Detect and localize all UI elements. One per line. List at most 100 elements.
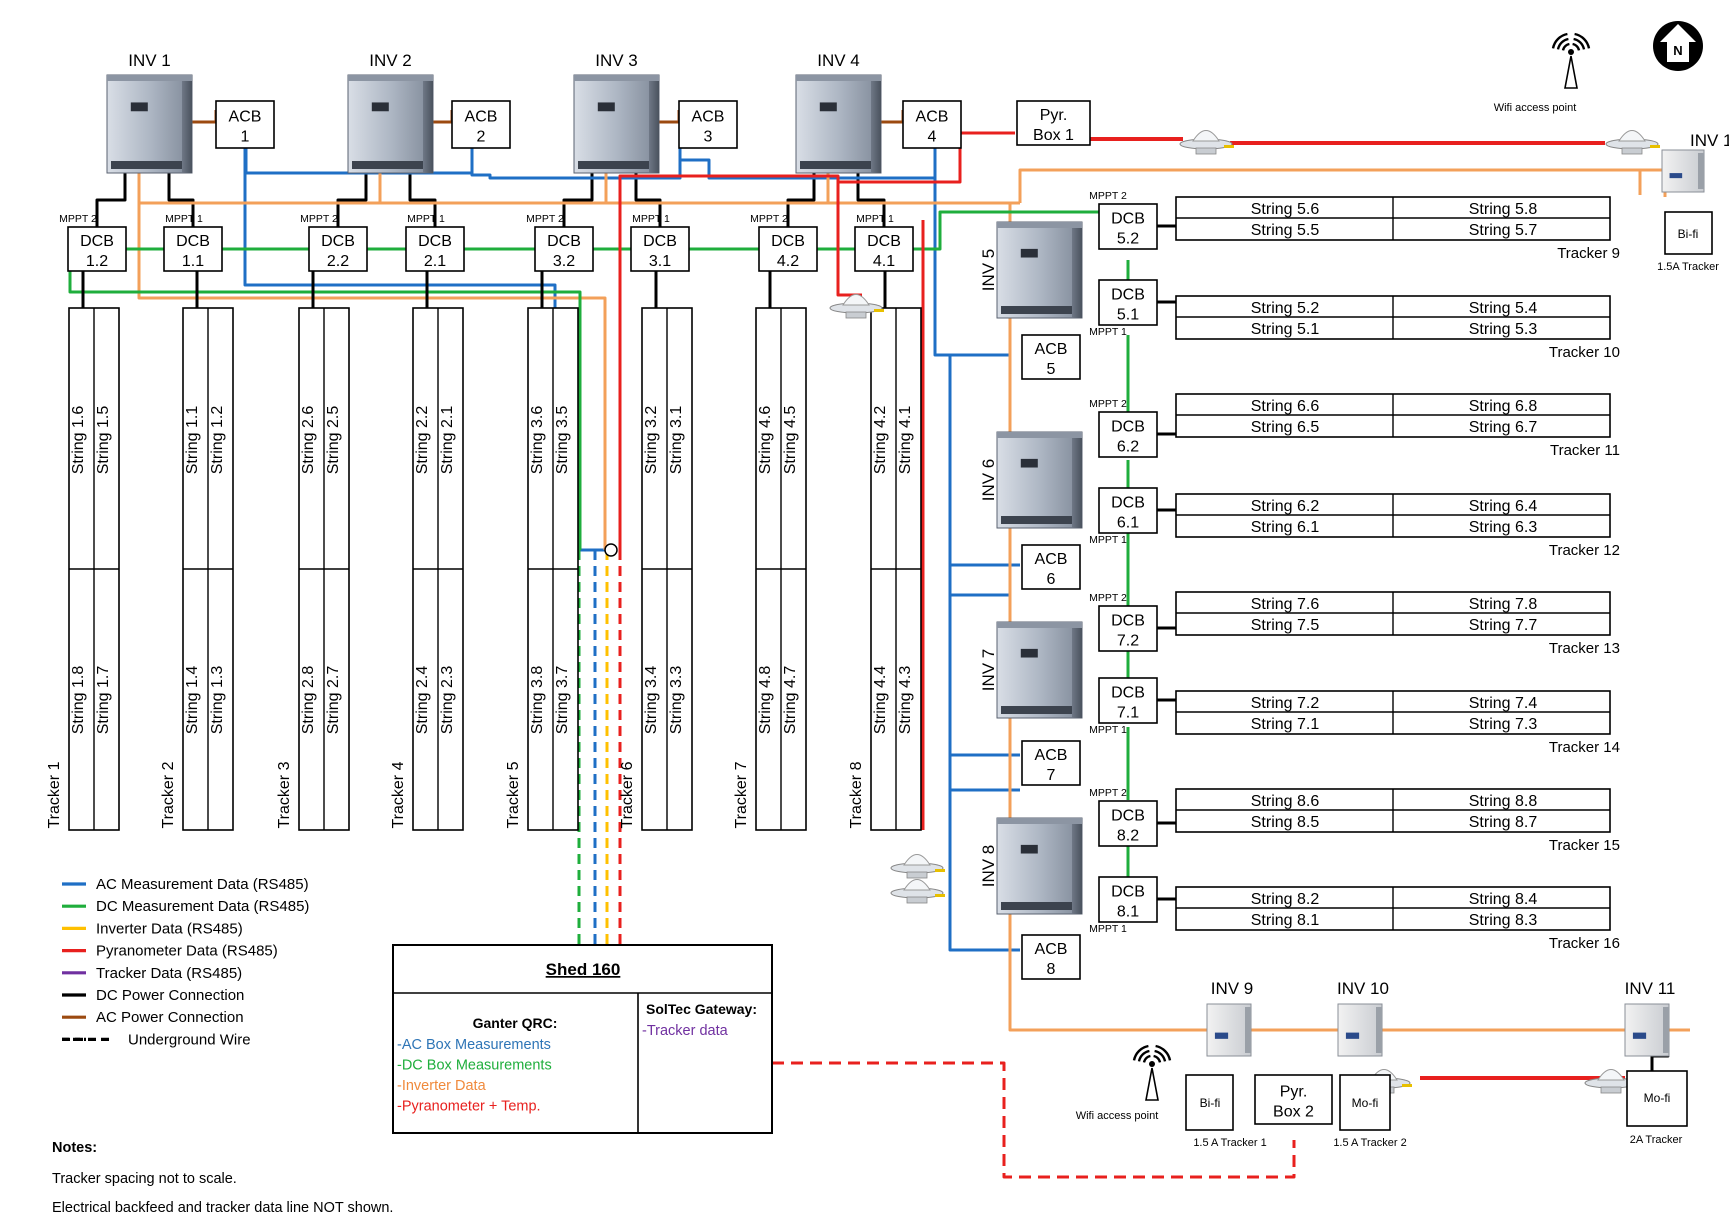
inverter-4-display (819, 102, 837, 112)
string-label: String 4.4 (872, 666, 889, 735)
dcb-box-line1: DCB (1111, 808, 1145, 825)
dc-power-wire (562, 173, 594, 227)
bifi-label: Bi-fi (1678, 227, 1699, 241)
notes-title: Notes: (52, 1140, 97, 1156)
inverter-label: INV 1 (128, 51, 171, 70)
legend-label: DC Power Connection (96, 987, 244, 1004)
inverter-6-base (1001, 516, 1072, 524)
mppt-label: MPPT 1 (1089, 724, 1127, 736)
tracker-4 (412, 307, 464, 831)
dc-power-wire (634, 173, 662, 227)
ac-meas-wire (933, 140, 1000, 357)
pyranometer-bottom-2-base (1600, 1086, 1622, 1094)
mppt-label: MPPT 2 (526, 213, 564, 225)
acb-box (1021, 334, 1081, 380)
legend-label: DC Measurement Data (RS485) (96, 898, 309, 915)
string-label: String 1.4 (184, 666, 201, 735)
legend-label: Tracker Data (RS485) (96, 965, 242, 982)
box-label: Mo-fi (1644, 1091, 1671, 1105)
mppt-label: MPPT 2 (59, 213, 97, 225)
acb-box-line2: 6 (1047, 571, 1056, 588)
qrc-item: -Pyranometer + Temp. (397, 1099, 541, 1115)
string-label: String 7.3 (1469, 716, 1538, 733)
wifi-icon-wave-l0 (1561, 42, 1570, 51)
inverter-12 (1661, 149, 1705, 193)
inverter-7-display (1020, 648, 1038, 658)
inverter-1-base (111, 161, 182, 169)
tracker-11 (1175, 393, 1611, 438)
pyranometer-top-1-base (1195, 147, 1217, 155)
shed-frame (392, 944, 773, 1134)
inverter-3 (573, 74, 660, 174)
string-label: String 8.2 (1251, 891, 1320, 908)
inv-data-wire (137, 173, 607, 550)
dcb-box (1098, 876, 1158, 923)
tracker-15 (1175, 788, 1611, 833)
wifi-icon-dot (1568, 49, 1574, 55)
ac-meas-wire (948, 353, 1020, 567)
string-label: String 6.1 (1251, 519, 1320, 536)
notes-line: Tracker spacing not to scale. (52, 1171, 237, 1187)
pyranometer-mid-connector (874, 309, 884, 312)
dc-power-wire (786, 173, 816, 227)
tracker-label: Tracker 11 (1550, 442, 1620, 459)
inverter-9-display (1214, 1032, 1229, 1039)
inverter-7-body (996, 621, 1083, 719)
tracker-label: Tracker 1 (46, 761, 63, 828)
pyr-box-2-line2: Box 2 (1273, 1104, 1314, 1121)
dcb-box-line1: DCB (80, 233, 114, 250)
string-label: String 7.7 (1469, 617, 1538, 634)
dcb-box-line1: DCB (1111, 685, 1145, 702)
acb-box-line2: 3 (704, 129, 713, 146)
dcb-box (67, 226, 127, 272)
inverter-7-top (997, 622, 1082, 628)
string-label: String 7.6 (1251, 596, 1320, 613)
dcb-box-line1: DCB (1111, 884, 1145, 901)
dc-power-wire (167, 173, 195, 227)
acb-box (215, 100, 275, 149)
mppt-label: MPPT 2 (1089, 190, 1127, 202)
inverter-5-base (1001, 306, 1072, 314)
mofi-box-11 (1626, 1070, 1688, 1127)
dcb-box (1098, 677, 1158, 724)
dcb-box-line2: 8.1 (1117, 904, 1139, 921)
pyranometer-bottom-1-connector (1402, 1084, 1412, 1087)
acb-box (1021, 934, 1081, 980)
inverter-5 (996, 221, 1083, 319)
inverter-6-top (997, 432, 1082, 438)
string-label: String 7.1 (1251, 716, 1320, 733)
gateway-title: SolTec Gateway: (646, 1001, 757, 1017)
wifi-icon-wave-r2 (1574, 32, 1591, 49)
acb-box-line1: ACB (1035, 747, 1068, 764)
inverter-3-display (597, 102, 615, 112)
pyranometer-low-1 (890, 854, 945, 879)
dcb-box (630, 226, 690, 272)
string-label: String 2.6 (300, 406, 317, 475)
mppt-label: MPPT 1 (632, 213, 670, 225)
inverter-2-display (371, 102, 389, 112)
string-label: String 1.8 (70, 666, 87, 735)
ac-meas-wire (948, 565, 1010, 597)
inverter-3-body (573, 74, 660, 174)
string-label: String 3.1 (668, 406, 685, 475)
dcb-box-line1: DCB (176, 233, 210, 250)
dcb-box-line2: 1.2 (86, 253, 108, 270)
pyranometer-mid-base (845, 311, 867, 319)
inverter-4-side (871, 79, 881, 173)
inverter-1-display (130, 102, 148, 112)
tracker-caption: 1.5 A Tracker 2 (1333, 1137, 1406, 1149)
string-label: String 2.8 (300, 666, 317, 735)
dcb-box (1098, 800, 1158, 847)
mppt-label: MPPT 1 (1089, 326, 1127, 338)
inverter-8 (996, 817, 1083, 915)
acb-box-line1: ACB (1035, 341, 1068, 358)
pyranometer-bottom-2-dome (1597, 1069, 1625, 1081)
string-label: String 5.3 (1469, 321, 1538, 338)
pyranometer-top-1 (1179, 130, 1234, 155)
string-label: String 3.8 (529, 666, 546, 735)
ac-meas-wire (948, 788, 1020, 952)
wifi-icon-wave-r0 (1572, 42, 1581, 51)
tracker-label: Tracker 15 (1549, 837, 1620, 854)
string-label: String 3.5 (554, 406, 571, 475)
